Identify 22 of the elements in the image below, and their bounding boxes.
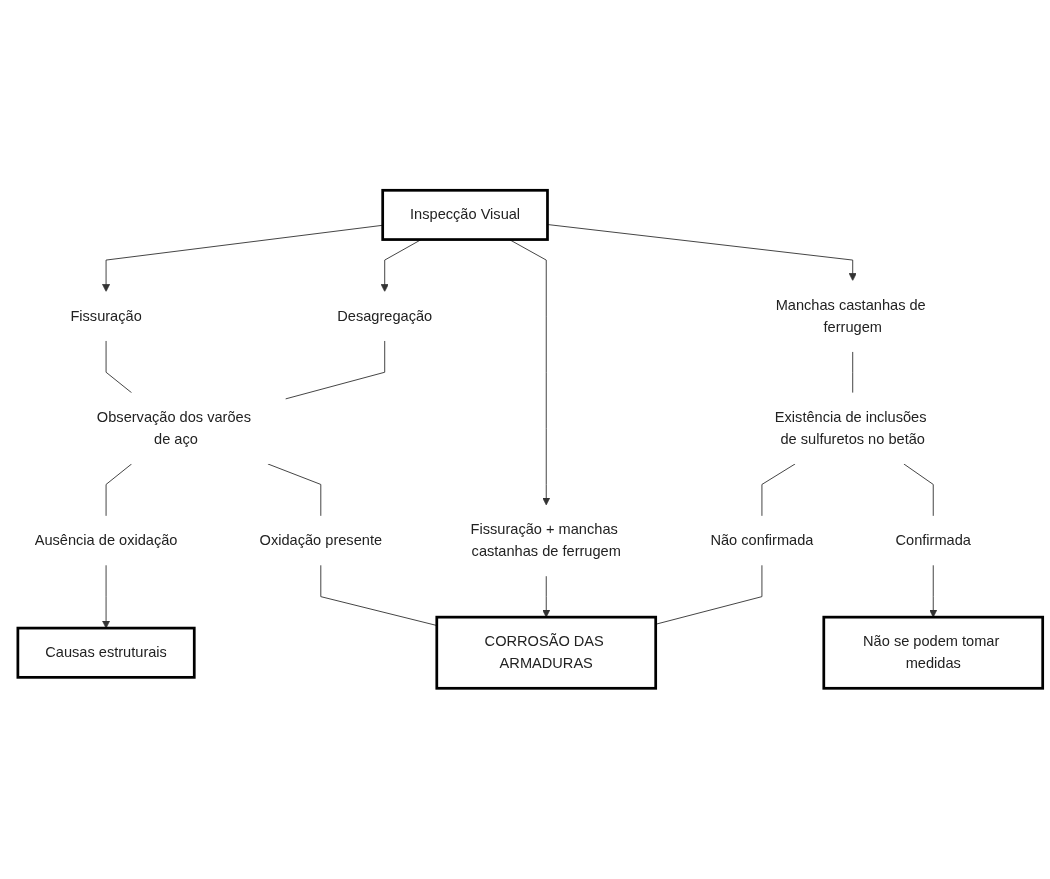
node-text: Não confirmada — [710, 532, 814, 549]
node-text: Desagregação — [337, 308, 433, 324]
node-text: Fissuração — [70, 308, 142, 324]
connector — [903, 463, 934, 517]
node-box: CORROSÃO DAS ARMADURAS — [435, 616, 658, 690]
connector — [105, 463, 133, 517]
node-text: Oxidação presente — [259, 532, 383, 549]
node-text: Fissuração + manchas castanhas de ferrugem — [470, 521, 621, 559]
node-box: Não se podem tomar medidas — [822, 616, 1045, 690]
connector — [267, 463, 322, 517]
connector — [761, 463, 796, 517]
connector — [284, 340, 386, 400]
node-text: Confirmada — [895, 532, 971, 549]
node-box: Inspecção Visual — [381, 189, 549, 242]
node-text: Existência de inclusões de sulfuretos no betão — [774, 409, 927, 447]
node-text: Observação dos varões de aço — [96, 409, 251, 447]
connector — [105, 340, 133, 394]
node-text: Manchas castanhas de ferrugem — [775, 297, 926, 335]
node-box: Causas estruturais — [16, 626, 196, 679]
connector — [852, 351, 854, 394]
node-text: Ausência de oxidação — [34, 532, 178, 549]
connector — [655, 564, 763, 625]
